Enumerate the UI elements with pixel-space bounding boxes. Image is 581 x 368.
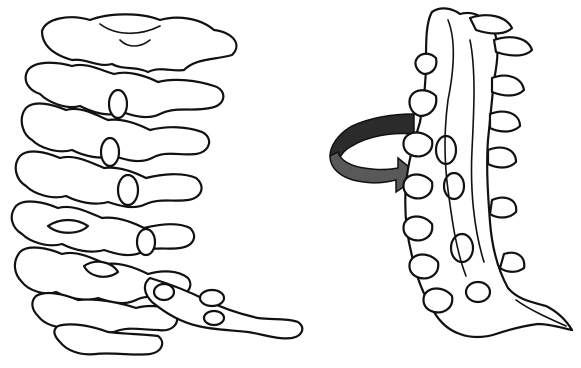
right-process-4 (490, 112, 520, 132)
right-body-6 (409, 255, 438, 279)
right-process-5 (488, 148, 516, 168)
right-body-3 (403, 133, 432, 157)
right-process-7 (500, 253, 524, 272)
left-spine-illustration (12, 14, 303, 354)
right-body-5 (403, 217, 432, 241)
left-facet-8 (204, 311, 224, 325)
right-spine-illustration (403, 8, 572, 337)
right-body-4 (403, 175, 432, 199)
right-body-2 (409, 90, 436, 116)
right-facet-3 (451, 234, 473, 262)
left-facet-5 (137, 229, 155, 255)
arrow-tail-band (330, 114, 414, 162)
left-facet-6 (154, 284, 174, 300)
left-facet-4 (118, 175, 138, 205)
right-body-1 (415, 54, 436, 74)
right-process-2 (494, 37, 532, 55)
left-facet-2 (109, 90, 127, 118)
left-process-5 (48, 220, 88, 233)
left-facet-3 (101, 138, 119, 166)
right-facet-4 (466, 282, 490, 302)
right-process-3 (492, 76, 524, 96)
right-process-1 (470, 15, 512, 33)
right-process-6 (490, 198, 516, 218)
left-vertebra-1 (42, 14, 236, 72)
left-facet-7 (200, 290, 224, 306)
right-body-7 (423, 289, 452, 313)
